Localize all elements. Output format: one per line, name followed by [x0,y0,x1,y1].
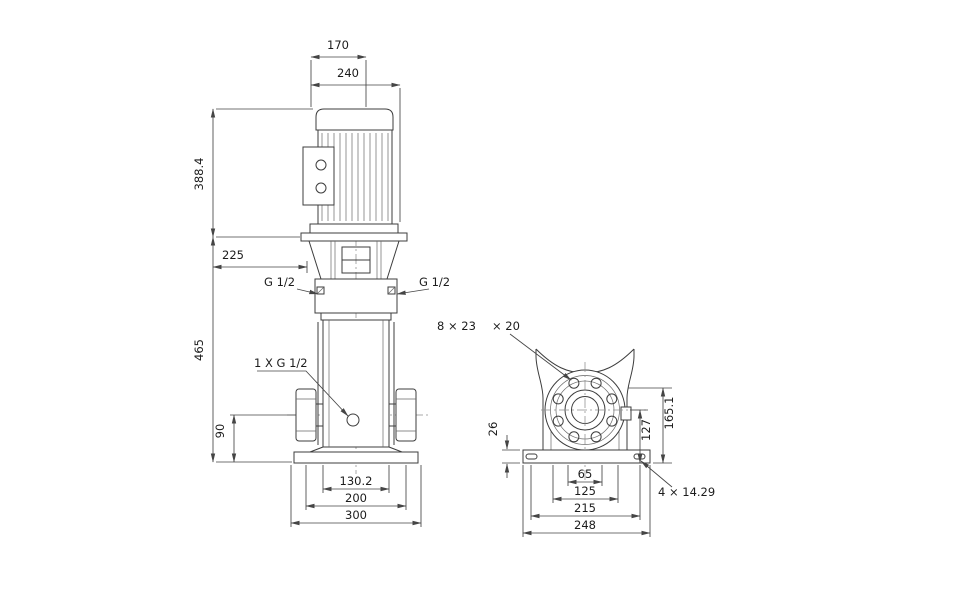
cable-entry-bottom [315,182,327,194]
dim-225: 225 [222,248,244,262]
coupling-guards [330,241,382,279]
dim-200: 200 [345,491,367,505]
dim-65: 65 [578,467,593,481]
dim-170: 170 [327,38,349,52]
bolt-hole [606,393,618,405]
dim-125: 125 [574,484,596,498]
ext-248 [522,465,651,537]
suction-flange-bolt-lines [296,398,316,432]
base-shoulders [309,446,403,453]
end-view: 8 × 23 × 20 26 127 165.1 65 125 [437,319,715,537]
stool-plate [300,232,408,242]
dim-90: 90 [213,424,227,439]
ext-26 [502,449,520,464]
discharge-pipe [389,403,396,427]
bracket-left-edge [535,349,544,450]
flange-holes-label: 8 × 23 [437,319,476,333]
dim-165-1: 165.1 [662,397,676,430]
bolt-hole [552,415,564,427]
dim-26: 26 [486,422,500,437]
cable-entry-top [315,159,327,171]
bolt-hole [552,393,564,405]
base-plate [293,451,419,464]
dimensions-end: 8 × 23 × 20 26 127 165.1 65 125 [437,319,715,537]
dim-388-4: 388.4 [192,158,206,191]
bolt-hole [590,431,602,443]
vent-plug-right-hatch [387,286,396,295]
leader-g12-right [396,288,430,295]
suction-pipe [316,403,323,427]
leader-g12-left [296,288,319,295]
flange-holes-depth-label: × 20 [492,319,520,333]
stool-sides [308,240,400,280]
suction-flange [295,388,323,442]
suction-flange-plate [295,388,317,442]
motor-flange [309,223,399,234]
bolt-hole [568,377,580,389]
chamber-stack [317,319,395,448]
discharge-flange-bolt-lines [396,398,416,432]
port-g12-right-label: G 1/2 [419,275,450,289]
dim-127: 127 [639,419,653,441]
motor [302,108,399,234]
ext-125 [552,465,619,503]
base-holes-label: 4 × 14.29 [658,485,715,499]
leader-flange-holes [509,333,572,381]
dim-248: 248 [574,518,596,532]
ext-215 [530,465,641,520]
outer-sleeve [322,319,390,448]
mounting-base-end [522,449,651,464]
motor-stool [300,232,408,280]
leader-drain [257,370,349,417]
dim-130-2: 130.2 [340,474,373,488]
dim-300: 300 [345,508,367,522]
discharge-flange-plate [395,388,417,442]
sleeve-wall-lines [328,320,384,447]
bolt-hole [606,415,618,427]
port-g12-left-label: G 1/2 [264,275,295,289]
front-view: 170 240 388.4 225 465 90 G 1/2 G [192,38,450,527]
head-block [314,278,398,314]
ext-300 [290,465,422,527]
foot-slot-left [525,453,538,460]
pump-head [314,278,398,321]
bolt-hole [568,431,580,443]
terminal-box [302,146,335,206]
ext-388-4 [216,108,313,238]
drain-plug [346,413,360,427]
dimensions-front: 170 240 388.4 225 465 90 G 1/2 G [192,38,450,527]
gauge-boss [620,406,632,421]
dim-465: 465 [192,339,206,361]
drain-g12-label: 1 X G 1/2 [254,356,308,370]
dim-215: 215 [574,501,596,515]
discharge-flange [389,388,417,442]
ext-200 [305,465,407,510]
base-plate-end [522,449,651,464]
fan-cover [315,108,394,131]
bolt-hole [590,377,602,389]
dim-240: 240 [337,66,359,80]
bracket-right-edge [626,349,635,450]
leader-base-holes [640,460,673,488]
pump-base [293,446,419,464]
vent-plug-right [387,286,396,295]
